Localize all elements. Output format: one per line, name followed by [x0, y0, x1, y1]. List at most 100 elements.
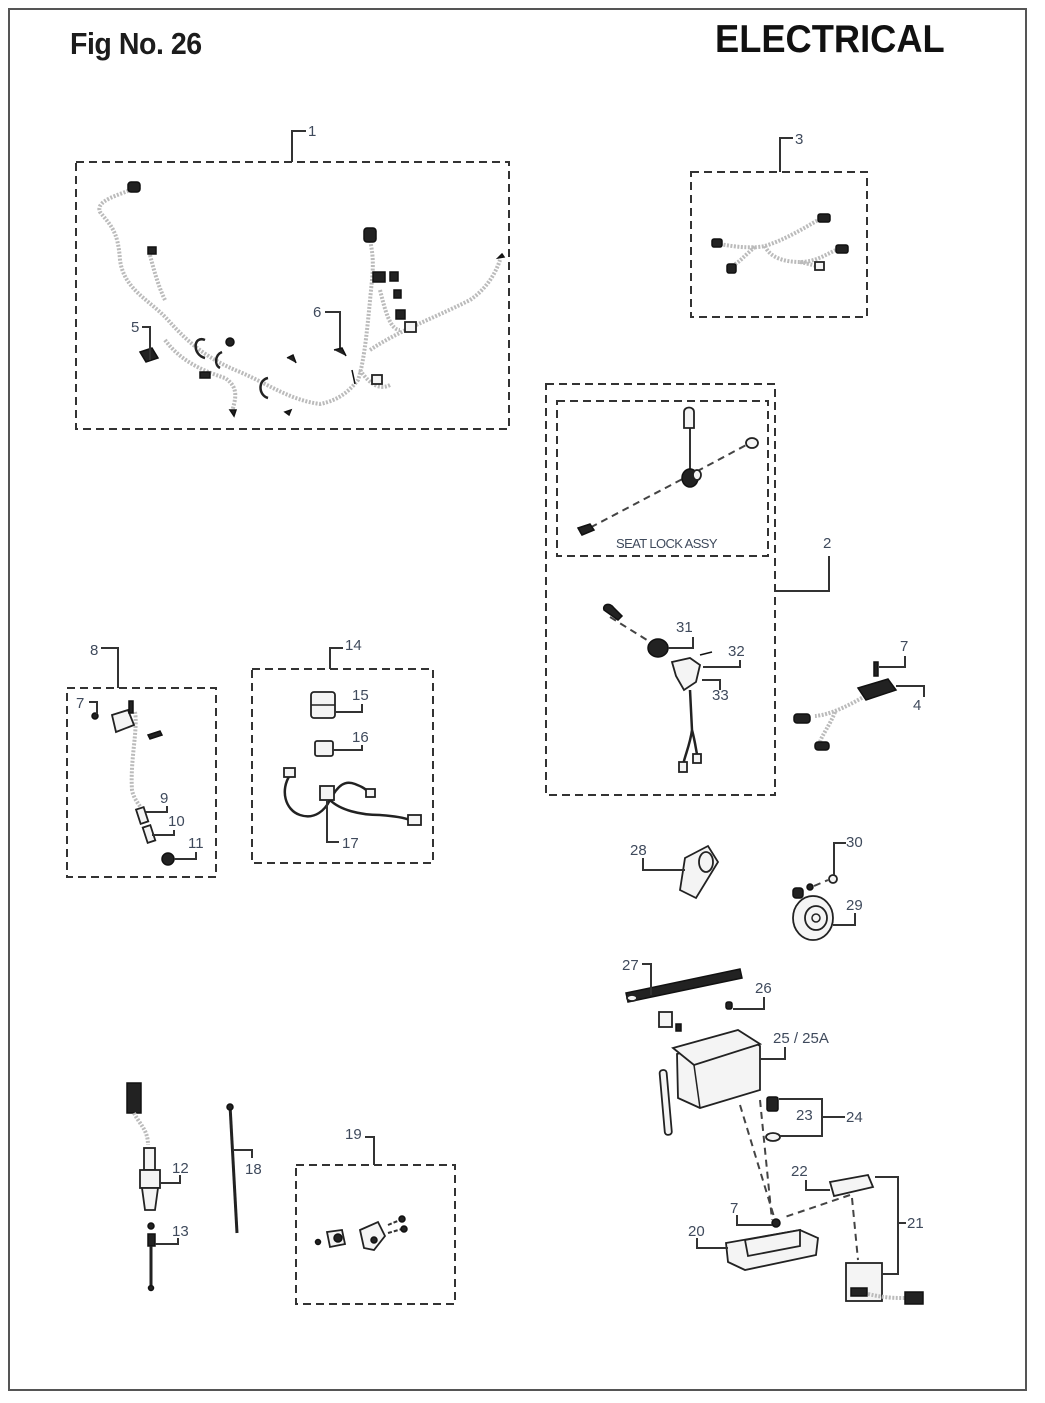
part-26-leader	[733, 997, 765, 1010]
part-14-leader	[329, 647, 343, 669]
seat-lock-key-icon	[576, 523, 596, 536]
callout-17[interactable]: 17	[342, 835, 359, 852]
plug-wire	[132, 1112, 150, 1146]
part-18-group: 18	[226, 1103, 262, 1234]
callout-18[interactable]: 18	[245, 1161, 262, 1178]
main-harness-illustration	[97, 181, 506, 418]
part-30-leader	[833, 842, 846, 875]
connector-icon	[389, 271, 399, 282]
bolt-icon	[91, 712, 99, 720]
callout-32[interactable]: 32	[728, 643, 745, 660]
bolt-icon	[725, 1001, 733, 1010]
part-1-box	[75, 161, 510, 430]
callout-30[interactable]: 30	[846, 834, 863, 851]
washer-icon	[314, 1238, 322, 1246]
callout-9[interactable]: 9	[160, 790, 168, 807]
connector-icon	[365, 788, 376, 798]
seat-lock-illustration	[576, 406, 759, 536]
part-19-leader	[365, 1136, 375, 1165]
rod-icon	[228, 1104, 239, 1234]
horn-bracket-icon	[792, 887, 804, 899]
callout-16[interactable]: 16	[352, 729, 369, 746]
part-17-leader	[326, 800, 339, 843]
part-2-ignition-group: SEAT LOCK ASSY 2 31 32 33	[545, 383, 831, 796]
callout-5[interactable]: 5	[131, 319, 139, 336]
part-4-switch-icon	[856, 678, 898, 701]
callout-28[interactable]: 28	[630, 842, 647, 859]
callout-12[interactable]: 12	[172, 1160, 189, 1177]
callout-24[interactable]: 24	[846, 1109, 863, 1126]
part-16-leader	[333, 745, 363, 751]
callout-2[interactable]: 2	[823, 535, 831, 552]
callout-6[interactable]: 6	[313, 304, 321, 321]
seat-lock-clip-icon	[683, 406, 695, 429]
relay-small-icon	[314, 740, 334, 757]
callout-19[interactable]: 19	[345, 1126, 362, 1143]
part-20-leader	[696, 1238, 728, 1249]
callout-26[interactable]: 26	[755, 980, 772, 997]
part-18-leader	[233, 1149, 253, 1158]
callout-27[interactable]: 27	[622, 957, 639, 974]
callout-31[interactable]: 31	[676, 619, 693, 636]
part-10-leader	[152, 830, 175, 836]
callout-10[interactable]: 10	[168, 813, 185, 830]
part-2-box	[545, 383, 776, 796]
callout-13[interactable]: 13	[172, 1223, 189, 1240]
part-7b-leader	[89, 701, 98, 714]
callout-21[interactable]: 21	[907, 1215, 924, 1232]
connector-icon	[372, 271, 386, 283]
callout-4[interactable]: 4	[913, 697, 921, 714]
regulator-wire	[867, 1292, 906, 1300]
part-19-group: 19	[295, 1126, 456, 1305]
part-3-box	[690, 171, 868, 318]
part-8-leader	[101, 647, 119, 688]
connector-icon	[127, 181, 141, 193]
callout-14[interactable]: 14	[345, 637, 362, 654]
harness-branch-a	[148, 254, 167, 301]
callout-15[interactable]: 15	[352, 687, 369, 704]
screw-icon	[699, 651, 713, 656]
part-14-box	[251, 668, 434, 864]
callout-33[interactable]: 33	[712, 687, 729, 704]
sub-harness-wire	[763, 245, 837, 265]
callout-25[interactable]: 25 / 25A	[773, 1030, 829, 1047]
part-31-leader	[668, 637, 694, 649]
callout-3[interactable]: 3	[795, 131, 803, 148]
tray-axis	[759, 1099, 773, 1221]
callout-22[interactable]: 22	[791, 1163, 808, 1180]
callout-20[interactable]: 20	[688, 1223, 705, 1240]
harness-trunk	[97, 186, 375, 407]
part-15-leader	[335, 704, 363, 713]
screw-icon	[398, 1215, 406, 1223]
battery-top	[671, 1029, 763, 1067]
connector-icon	[407, 814, 422, 826]
plug-terminal-icon	[147, 1222, 155, 1230]
part-19-screws	[387, 1219, 403, 1234]
horn-group: 30 29	[792, 834, 863, 941]
nut-icon	[806, 883, 814, 891]
part-14-group: 14 15 16 17	[251, 637, 434, 864]
callout-8[interactable]: 8	[90, 642, 98, 659]
part-2-leader	[775, 556, 830, 592]
part-7c-leader	[736, 1215, 772, 1226]
figure-number: Fig No. 26	[70, 26, 202, 61]
callout-7-a[interactable]: 7	[900, 638, 908, 655]
part-4-wires	[814, 694, 867, 743]
harness-branch-b	[163, 338, 238, 413]
connector-icon	[199, 371, 211, 379]
callout-1[interactable]: 1	[308, 123, 316, 140]
horn-center	[811, 913, 821, 923]
connector-icon	[147, 246, 157, 255]
callout-7-c[interactable]: 7	[730, 1200, 738, 1217]
part-9-leader	[146, 806, 168, 813]
callout-23[interactable]: 23	[796, 1107, 813, 1124]
callout-11[interactable]: 11	[188, 835, 204, 852]
spark-plug-thread	[140, 1187, 160, 1211]
callout-7-b[interactable]: 7	[76, 695, 84, 712]
callout-29[interactable]: 29	[846, 897, 863, 914]
part-12-leader	[160, 1175, 181, 1184]
harness-clamp-icon	[259, 376, 269, 400]
ignition-cylinder-icon	[647, 638, 669, 658]
part-5-leader	[142, 326, 151, 360]
connector-icon	[228, 409, 238, 418]
